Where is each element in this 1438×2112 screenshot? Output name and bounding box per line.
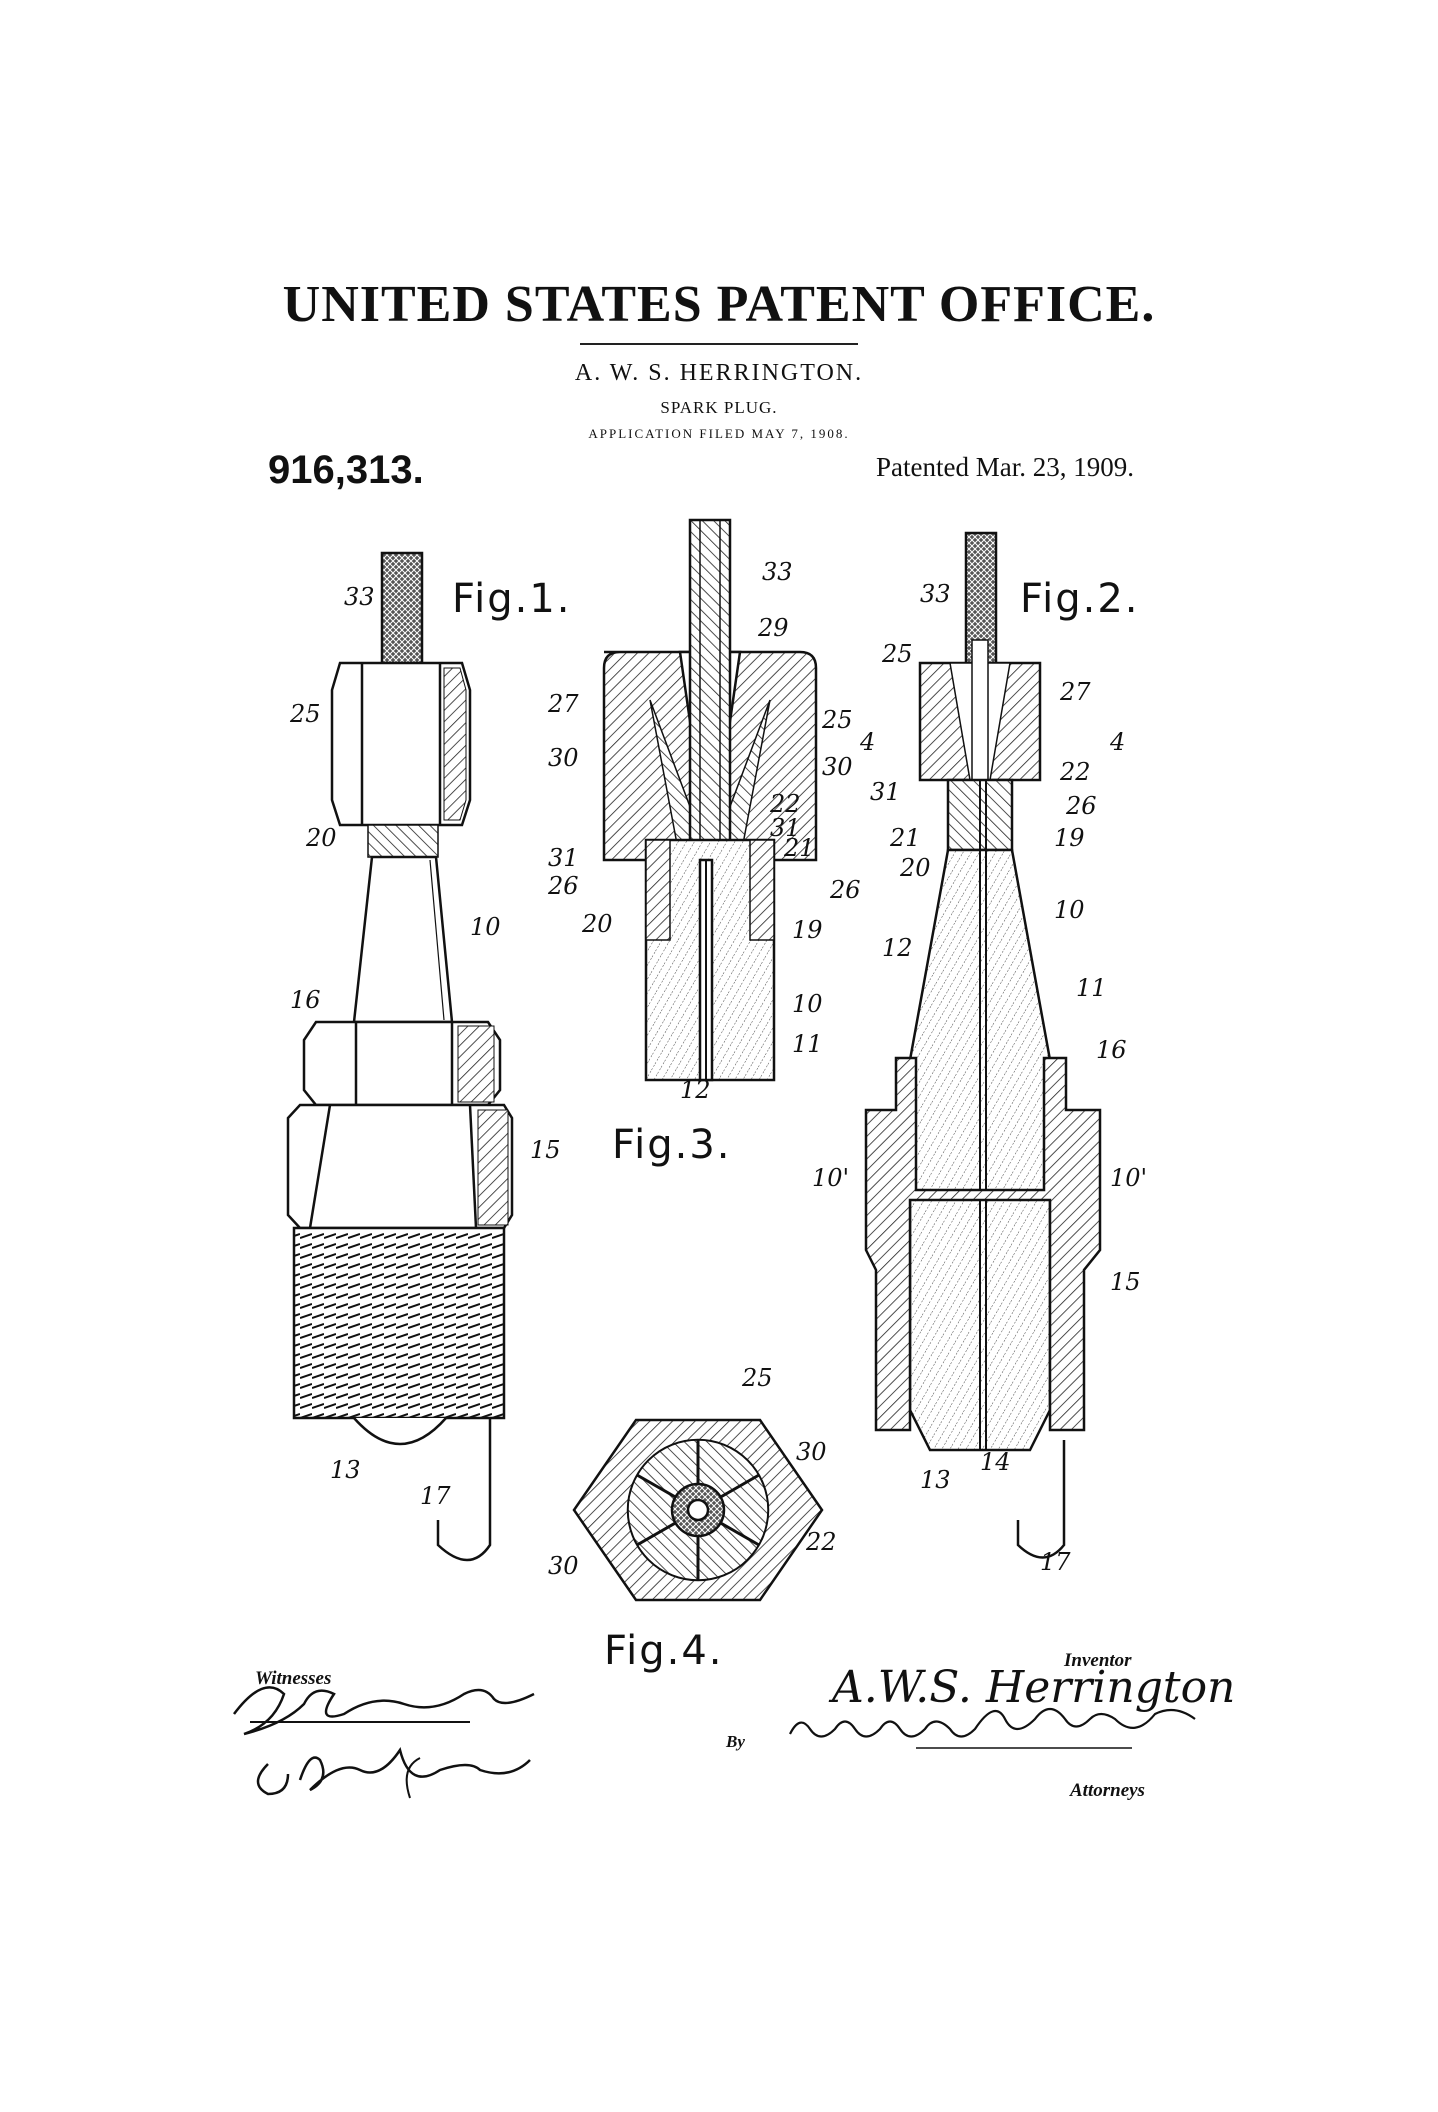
fig2-ref: 25: [881, 640, 913, 668]
fig1-ref: 10: [470, 913, 501, 941]
figure-1-drawing: [288, 553, 512, 1560]
fig4-ref: 30: [796, 1438, 827, 1466]
fig2-ref: 26: [1065, 792, 1097, 820]
fig3-ref: 27: [547, 690, 579, 718]
fig2-ref: 19: [1054, 824, 1085, 852]
fig2-ref: 16: [1096, 1036, 1127, 1064]
fig2-ref: 20: [899, 854, 931, 882]
fig3-ref: 20: [581, 910, 613, 938]
fig2-ref: 12: [882, 934, 913, 962]
fig-4-caption: Fig.4.: [604, 1628, 723, 1674]
attorneys-label: Attorneys: [1070, 1780, 1145, 1802]
fig2-ref: 31: [870, 778, 901, 806]
fig2-ref: 14: [980, 1448, 1011, 1476]
fig2-ref: 10: [1054, 896, 1085, 924]
fig2-ref: 21: [889, 824, 921, 852]
fig-2-caption: Fig.2.: [1020, 576, 1139, 622]
fig3-ref: 30: [822, 753, 853, 781]
fig2-ref: 11: [1076, 974, 1107, 1002]
fig4-ref: 30: [548, 1552, 579, 1580]
fig2-ref: 10': [812, 1164, 849, 1192]
fig3-ref: 30: [548, 744, 579, 772]
fig3-ref: 21: [783, 834, 815, 862]
fig1-ref: 13: [330, 1456, 361, 1484]
fig4-ref: 22: [805, 1528, 837, 1556]
attorney-signature: [790, 1709, 1195, 1748]
fig1-ref: 17: [420, 1482, 451, 1510]
fig2-ref: 10': [1110, 1164, 1147, 1192]
fig2-ref: 15: [1110, 1268, 1141, 1296]
by-label: By: [726, 1732, 745, 1752]
fig3-ref: 33: [762, 558, 793, 586]
fig3-ref: 31: [548, 844, 579, 872]
fig3-ref: 10: [792, 990, 823, 1018]
inventor-signature: A.W.S. Herrington: [832, 1662, 1235, 1713]
fig3-ref: 29: [757, 614, 789, 642]
witness-signatures: [234, 1687, 534, 1798]
fig2-ref: 17: [1040, 1548, 1071, 1576]
fig2-ref: 27: [1059, 678, 1091, 706]
fig3-ref: 19: [792, 916, 823, 944]
fig2-ref: 33: [920, 580, 951, 608]
fig1-ref: 20: [305, 824, 337, 852]
fig3-ref: 26: [829, 876, 861, 904]
fig-3-caption: Fig.3.: [612, 1122, 731, 1168]
fig4-ref: 25: [741, 1364, 773, 1392]
figure-4-drawing: [574, 1420, 822, 1600]
fig3-ref: 11: [792, 1030, 823, 1058]
fig1-ref: 15: [530, 1136, 561, 1164]
fig-1-caption: Fig.1.: [452, 576, 571, 622]
fig1-ref: 16: [290, 986, 321, 1014]
fig3-ref: 26: [547, 872, 579, 900]
fig3-ref: 12: [680, 1076, 711, 1104]
fig2-ref: 4: [1109, 728, 1125, 756]
fig2-ref: 13: [920, 1466, 951, 1494]
witnesses-label: Witnesses: [255, 1668, 331, 1690]
fig2-ref: 4: [859, 728, 875, 756]
fig3-ref: 25: [821, 706, 853, 734]
fig1-ref: 33: [344, 583, 375, 611]
fig2-ref: 22: [1059, 758, 1091, 786]
fig1-ref: 25: [289, 700, 321, 728]
